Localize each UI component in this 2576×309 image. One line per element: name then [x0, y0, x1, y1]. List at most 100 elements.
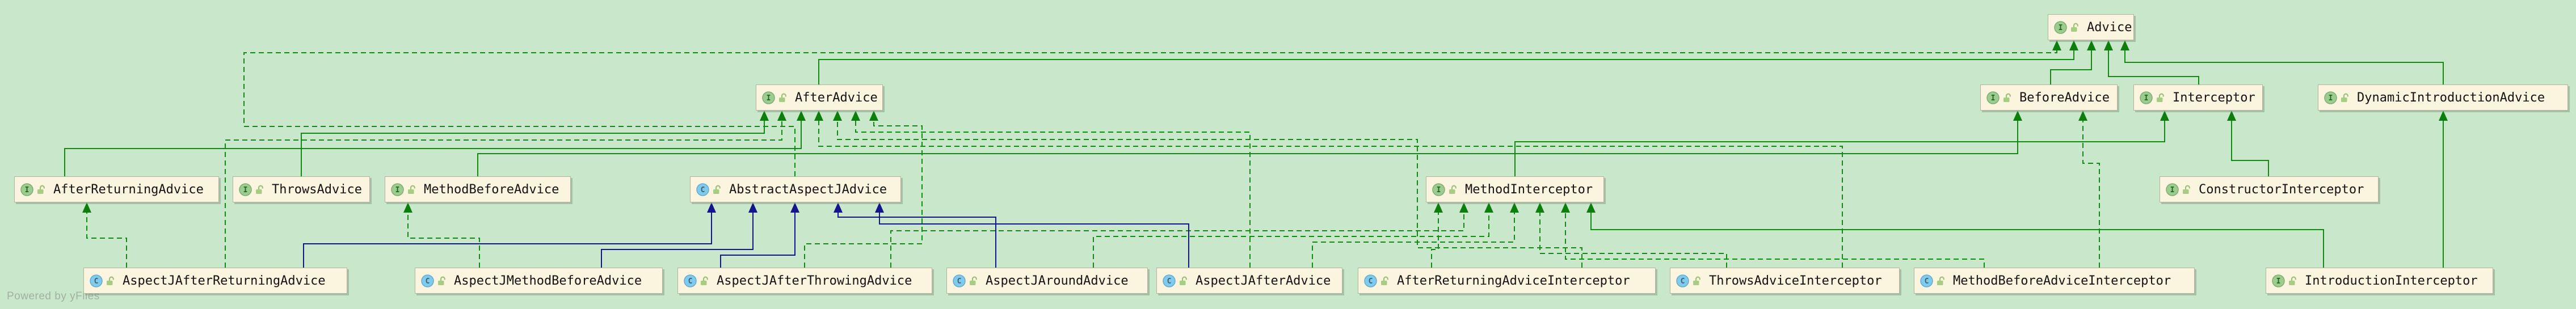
- interface-icon: I: [391, 183, 404, 196]
- edge-aspectj-around-advice-to-abstract-aspectj-advice: [834, 202, 996, 268]
- node-label: DynamicIntroductionAdvice: [2357, 90, 2545, 105]
- interface-icon: I: [1986, 91, 2000, 104]
- node-label: AfterAdvice: [795, 90, 878, 105]
- edge-aspectj-after-throwing-advice-to-after-advice: [804, 111, 923, 268]
- node-label: AspectJAfterAdvice: [1196, 273, 1331, 288]
- node-label: Interceptor: [2173, 90, 2255, 105]
- node-introduction-interceptor[interactable]: I IntroductionInterceptor: [2266, 268, 2493, 294]
- edge-aspectj-after-advice-to-abstract-aspectj-advice: [875, 202, 1189, 268]
- node-method-before-advice-interceptor[interactable]: C MethodBeforeAdviceInterceptor: [1914, 268, 2195, 294]
- interface-icon: I: [239, 183, 252, 196]
- class-icon: C: [696, 183, 709, 196]
- svg-text:I: I: [395, 186, 400, 194]
- svg-text:I: I: [2144, 94, 2149, 103]
- edge-method-before-advice-interceptor-to-before-advice: [2078, 111, 2100, 268]
- node-throws-advice[interactable]: I ThrowsAdvice: [233, 176, 370, 202]
- class-icon: C: [1163, 274, 1176, 287]
- svg-text:I: I: [1991, 94, 1996, 103]
- svg-text:C: C: [1925, 277, 1929, 286]
- public-lock-icon: [713, 185, 721, 194]
- svg-text:C: C: [1167, 277, 1172, 286]
- node-label: IntroductionInterceptor: [2305, 273, 2478, 288]
- interface-icon: I: [2140, 91, 2153, 104]
- class-icon: C: [1920, 274, 1933, 287]
- node-aspectj-after-advice[interactable]: C AspectJAfterAdvice: [1156, 268, 1342, 294]
- edge-method-interceptor-to-interceptor: [1514, 111, 2169, 176]
- node-aspectj-method-before-advice[interactable]: C AspectJMethodBeforeAdvice: [415, 268, 663, 294]
- edge-aspectj-after-advice-to-method-interceptor: [1312, 202, 1519, 268]
- public-lock-icon: [2157, 93, 2164, 102]
- interface-icon: I: [2054, 20, 2067, 34]
- node-advice[interactable]: I Advice: [2048, 14, 2134, 40]
- node-label: AspectJAfterReturningAdvice: [123, 273, 326, 288]
- node-interceptor[interactable]: I Interceptor: [2133, 84, 2263, 111]
- public-lock-icon: [2289, 276, 2296, 285]
- node-label: BeforeAdvice: [2019, 90, 2110, 105]
- node-label: ThrowsAdvice: [272, 182, 362, 197]
- class-icon: C: [953, 274, 966, 287]
- edge-aspectj-method-before-advice-to-method-before-advice: [403, 202, 480, 268]
- node-aspectj-after-returning-advice[interactable]: C AspectJAfterReturningAdvice: [83, 268, 347, 294]
- node-label: MethodBeforeAdvice: [424, 182, 559, 197]
- public-lock-icon: [1381, 276, 1388, 285]
- node-label: MethodInterceptor: [1465, 182, 1593, 197]
- edge-introduction-interceptor-to-method-interceptor: [1586, 202, 2324, 268]
- edge-throws-advice-interceptor-to-after-advice: [814, 111, 1843, 268]
- public-lock-icon: [1180, 276, 1187, 285]
- edge-interceptor-to-advice: [2104, 40, 2199, 84]
- edge-aspectj-after-advice-to-after-advice: [851, 111, 1251, 268]
- svg-text:I: I: [2276, 277, 2281, 286]
- edge-aspectj-after-returning-advice-to-abstract-aspectj-advice: [303, 202, 716, 268]
- public-lock-icon: [2003, 93, 2011, 102]
- node-label: AspectJAfterThrowingAdvice: [717, 273, 912, 288]
- public-lock-icon: [2341, 93, 2348, 102]
- interface-icon: I: [2272, 274, 2285, 287]
- public-lock-icon: [2183, 185, 2190, 194]
- node-label: Advice: [2087, 20, 2132, 35]
- public-lock-icon: [1693, 276, 1701, 285]
- public-lock-icon: [970, 276, 977, 285]
- public-lock-icon: [408, 185, 415, 194]
- public-lock-icon: [1937, 276, 1944, 285]
- svg-text:C: C: [1369, 277, 1373, 286]
- yfiles-watermark: Powered by yFiles: [7, 290, 100, 302]
- node-before-advice[interactable]: I BeforeAdvice: [1980, 84, 2118, 111]
- svg-text:C: C: [426, 277, 430, 286]
- public-lock-icon: [438, 276, 445, 285]
- edge-after-returning-advice-to-after-advice: [64, 111, 806, 176]
- node-label: AfterReturningAdviceInterceptor: [1397, 273, 1630, 288]
- interface-icon: I: [20, 183, 33, 196]
- node-after-returning-advice-interceptor[interactable]: C AfterReturningAdviceInterceptor: [1358, 268, 1656, 294]
- edge-constructor-interceptor-to-interceptor: [2227, 111, 2269, 176]
- class-icon: C: [421, 274, 434, 287]
- public-lock-icon: [256, 185, 263, 194]
- edge-aspectj-method-before-advice-to-abstract-aspectj-advice: [601, 202, 757, 268]
- svg-text:I: I: [243, 186, 248, 194]
- node-after-advice[interactable]: I AfterAdvice: [756, 84, 883, 111]
- svg-text:C: C: [957, 277, 962, 286]
- svg-text:I: I: [25, 186, 30, 194]
- edge-before-advice-to-advice: [2050, 40, 2096, 84]
- svg-text:C: C: [1681, 277, 1685, 286]
- node-label: AfterReturningAdvice: [53, 182, 204, 197]
- class-icon: C: [90, 274, 103, 287]
- svg-text:C: C: [701, 186, 705, 194]
- svg-text:I: I: [2170, 186, 2175, 194]
- node-method-before-advice[interactable]: I MethodBeforeAdvice: [385, 176, 571, 202]
- node-label: AspectJAroundAdvice: [986, 273, 1129, 288]
- node-label: AspectJMethodBeforeAdvice: [454, 273, 642, 288]
- node-constructor-interceptor[interactable]: I ConstructorInterceptor: [2160, 176, 2379, 202]
- node-aspectj-around-advice[interactable]: C AspectJAroundAdvice: [946, 268, 1148, 294]
- interface-icon: I: [762, 91, 775, 104]
- node-after-returning-advice[interactable]: I AfterReturningAdvice: [14, 176, 219, 202]
- node-label: ConstructorInterceptor: [2199, 182, 2364, 197]
- node-label: MethodBeforeAdviceInterceptor: [1953, 273, 2171, 288]
